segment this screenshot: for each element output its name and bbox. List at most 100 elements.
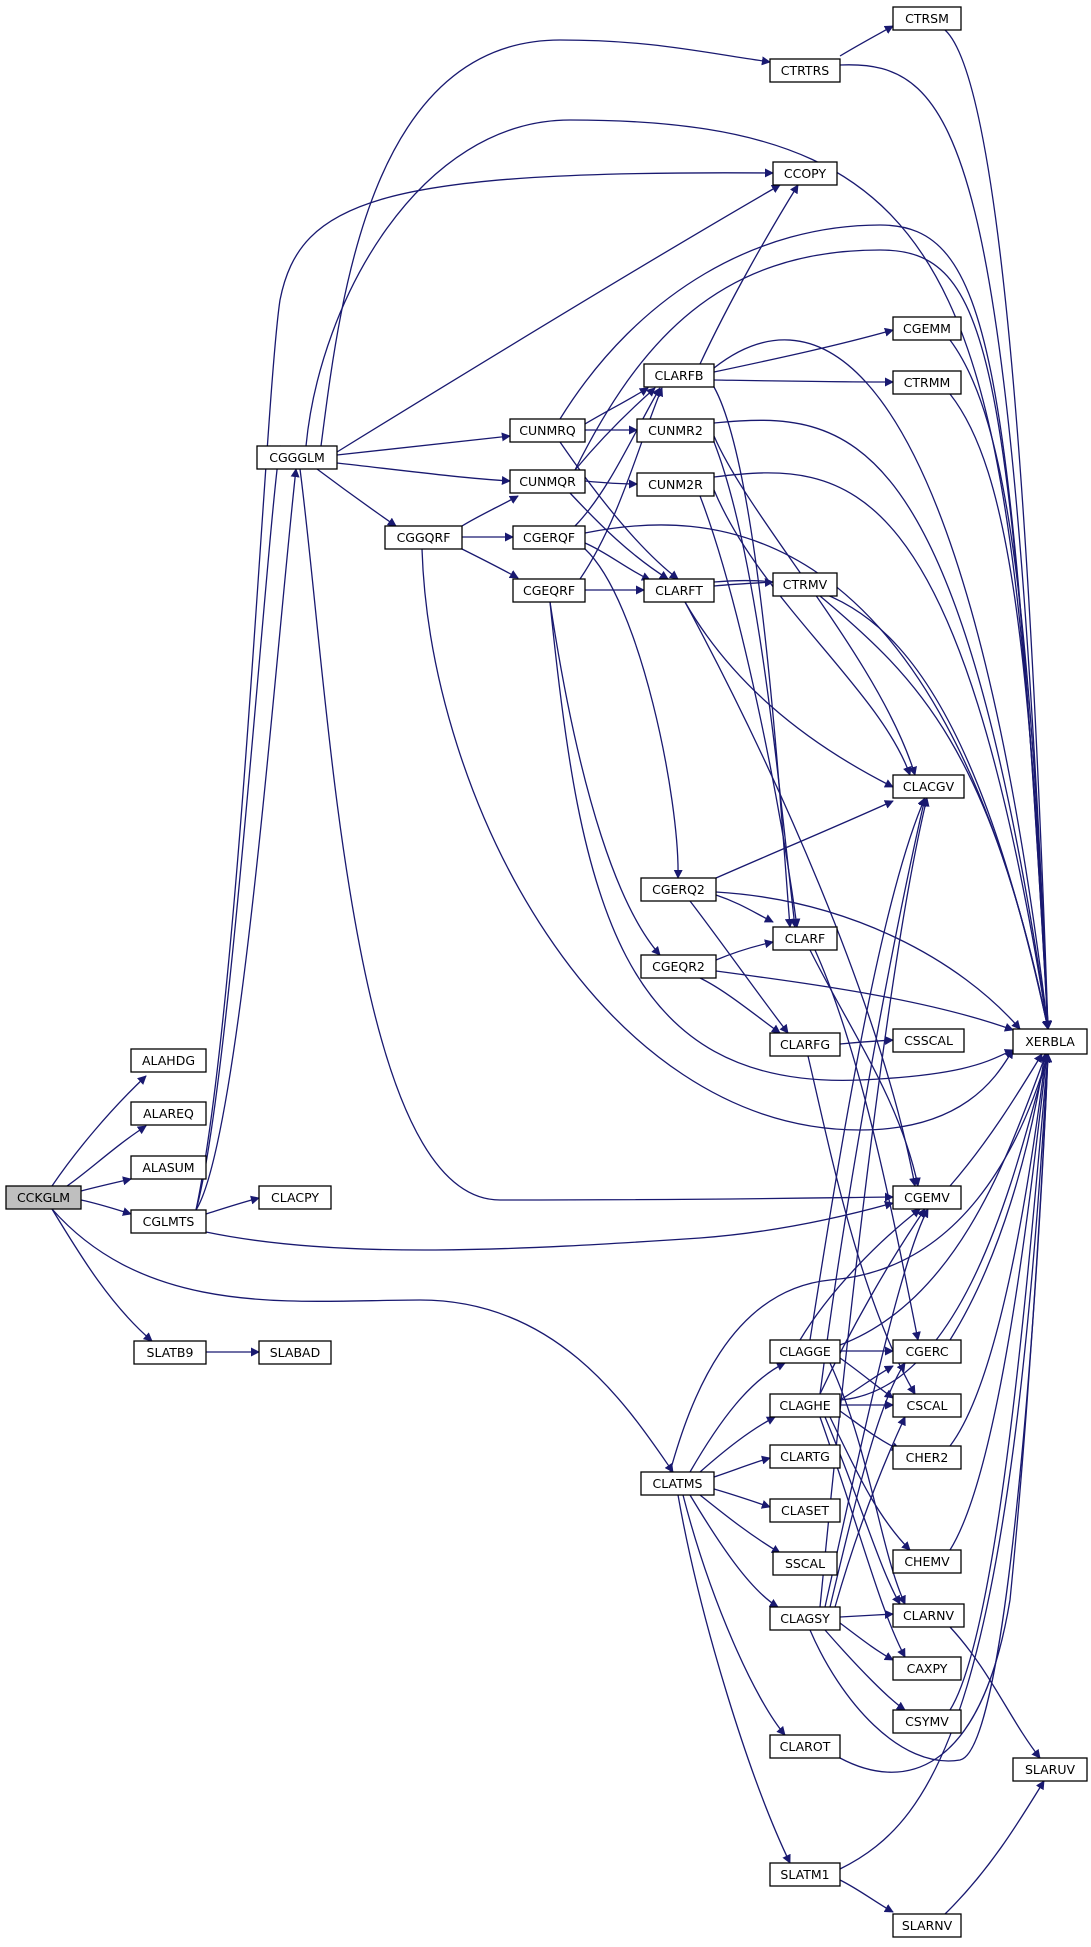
node-clartg[interactable]: CLARTG	[769, 1444, 841, 1469]
edge-clagsy-to-cgerc	[829, 1362, 906, 1608]
node-cgerq2[interactable]: CGERQ2	[640, 877, 717, 902]
edge-cher2-to-xerbla	[949, 1053, 1050, 1447]
node-box	[509, 469, 586, 494]
node-clarft[interactable]: CLARFT	[643, 578, 715, 603]
node-cgeqr2[interactable]: CGEQR2	[640, 954, 717, 979]
node-cunmrq[interactable]: CUNMRQ	[509, 418, 586, 443]
node-label: CLACPY	[271, 1190, 319, 1205]
node-clarfb[interactable]: CLARFB	[643, 363, 715, 388]
edge-cggglm-to-cunmrq	[336, 432, 511, 456]
node-box	[772, 1551, 838, 1576]
node-clatms[interactable]: CLATMS	[640, 1471, 715, 1496]
node-ctrtrs[interactable]: CTRTRS	[769, 58, 841, 83]
node-slatb9[interactable]: SLATB9	[133, 1340, 207, 1365]
node-csscal[interactable]: CSSCAL	[892, 1028, 965, 1053]
node-box	[636, 472, 715, 497]
node-cggqrf[interactable]: CGGQRF	[384, 525, 463, 550]
node-label: CGEMM	[903, 321, 951, 336]
node-cckglm[interactable]: CCKGLM	[5, 1185, 82, 1210]
node-clagsy[interactable]: CLAGSY	[769, 1606, 841, 1631]
node-label: CGERQF	[523, 530, 575, 545]
edge-cggglm-to-xerbla	[305, 119, 1053, 1030]
node-box	[892, 1393, 962, 1418]
edge-cglmts-to-ctrtrs	[195, 445, 284, 1211]
node-alareq[interactable]: ALAREQ	[130, 1101, 207, 1126]
node-ctrmm[interactable]: CTRMM	[892, 370, 962, 395]
node-sscal[interactable]: SSCAL	[772, 1551, 838, 1576]
node-cgerqf[interactable]: CGERQF	[512, 525, 586, 550]
node-slatm1[interactable]: SLATM1	[769, 1862, 841, 1887]
node-cglmts[interactable]: CGLMTS	[130, 1209, 207, 1234]
edge-cggqrf-to-cunmqr	[461, 495, 519, 527]
node-label: CCOPY	[784, 166, 827, 181]
node-xerbla[interactable]: XERBLA	[1012, 1028, 1088, 1055]
edge-cgerq2-to-clacgv	[715, 800, 894, 879]
node-clarfg[interactable]: CLARFG	[769, 1032, 841, 1057]
node-box	[772, 161, 838, 186]
node-label: CGEMV	[904, 1190, 950, 1205]
node-label: CGERQ2	[652, 882, 705, 897]
node-label: SLABAD	[270, 1345, 321, 1360]
node-box	[892, 370, 962, 395]
node-cunmr2[interactable]: CUNMR2	[636, 418, 715, 443]
node-label: CLARF	[785, 931, 825, 946]
node-label: SLARUV	[1025, 1762, 1076, 1777]
node-cher2[interactable]: CHER2	[892, 1445, 962, 1470]
node-box	[892, 1445, 962, 1470]
node-cgeqrf[interactable]: CGEQRF	[512, 578, 586, 603]
node-clarf[interactable]: CLARF	[772, 926, 838, 951]
edge-cunmrq-to-clarft	[559, 441, 679, 580]
edge-cggglm-to-ctrtrs	[320, 39, 771, 447]
edge-cggglm-to-cunmqr	[336, 462, 511, 486]
node-csymv[interactable]: CSYMV	[892, 1709, 962, 1734]
node-ctrsm[interactable]: CTRSM	[892, 6, 962, 31]
edge-cunmqr-to-cunm2r	[584, 479, 638, 489]
node-alasum[interactable]: ALASUM	[130, 1155, 207, 1180]
node-label: CGGQRF	[397, 530, 451, 545]
edge-cunmqr-to-clarft	[569, 492, 669, 580]
edge-clagge-to-clarnv	[829, 1362, 906, 1605]
edge-cggqrf-to-xerbla	[421, 548, 1014, 1131]
node-clarot[interactable]: CLAROT	[769, 1734, 841, 1759]
node-layer: CCKGLM ALAHDG ALAREQ ALASUM CGLMTS SLATB9 SLAB…	[5, 6, 1088, 1938]
node-clacpy[interactable]: CLACPY	[258, 1185, 332, 1210]
node-chemv[interactable]: CHEMV	[892, 1549, 962, 1574]
node-slabad[interactable]: SLABAD	[258, 1340, 332, 1365]
node-claset[interactable]: CLASET	[769, 1498, 841, 1523]
node-cscal[interactable]: CSCAL	[892, 1393, 962, 1418]
node-ccopy[interactable]: CCOPY	[772, 161, 838, 186]
node-clarnv[interactable]: CLARNV	[892, 1603, 965, 1628]
node-box	[640, 877, 717, 902]
node-box	[772, 572, 838, 597]
node-box	[640, 954, 717, 979]
node-clacgv[interactable]: CLACGV	[892, 774, 965, 799]
node-claghe[interactable]: CLAGHE	[769, 1393, 841, 1418]
node-cgemv[interactable]: CGEMV	[892, 1185, 962, 1210]
node-slarnv[interactable]: SLARNV	[892, 1913, 962, 1938]
node-cgemm[interactable]: CGEMM	[892, 316, 962, 341]
node-label: CUNMR2	[648, 423, 703, 438]
node-label: CUNM2R	[648, 477, 703, 492]
node-cgerc[interactable]: CGERC	[892, 1339, 962, 1364]
node-label: CLATMS	[653, 1476, 703, 1491]
edge-cgerqf-to-cgerq2	[584, 548, 683, 879]
node-box	[892, 6, 962, 31]
edge-clarft-to-clacgv	[684, 601, 894, 788]
node-box	[892, 1185, 962, 1210]
edge-clarf-to-cgemv	[809, 949, 921, 1187]
node-box	[892, 1913, 962, 1938]
node-caxpy[interactable]: CAXPY	[892, 1656, 962, 1681]
edge-cglmts-to-clacpy	[205, 1195, 260, 1215]
edge-cggglm-to-cggqrf	[316, 468, 397, 527]
node-box	[769, 1606, 841, 1631]
node-label: XERBLA	[1025, 1034, 1075, 1049]
node-cunmqr[interactable]: CUNMQR	[509, 469, 586, 494]
node-cggglm[interactable]: CGGGLM	[256, 445, 338, 470]
edge-cgeqr2-to-clarf	[715, 939, 774, 961]
node-clagge[interactable]: CLAGGE	[769, 1339, 841, 1364]
node-box	[5, 1185, 82, 1210]
node-slaruv[interactable]: SLARUV	[1012, 1757, 1088, 1782]
node-cunm2r[interactable]: CUNM2R	[636, 472, 715, 497]
node-ctrmv[interactable]: CTRMV	[772, 572, 838, 597]
node-alahdg[interactable]: ALAHDG	[130, 1048, 207, 1073]
